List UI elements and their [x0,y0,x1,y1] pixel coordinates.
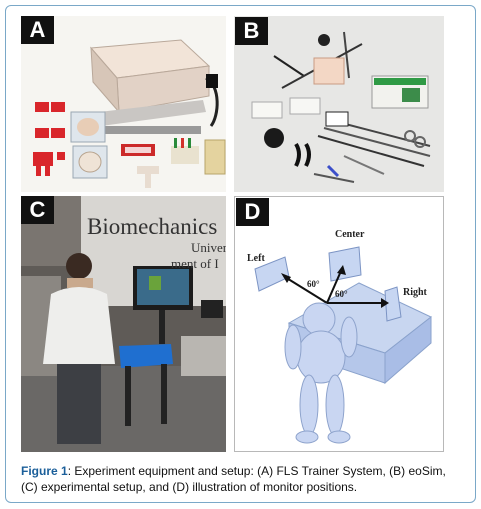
figure-caption-text: : Experiment equipment and setup: (A) FL… [21,464,446,494]
monitor-diagram-illustration [254,246,432,444]
monitor-label-center: Center [335,229,365,240]
panel-b-eosim: B [234,16,444,192]
figure-caption: Figure 1: Experiment equipment and setup… [21,463,461,495]
lab-sign-text-2: Univers [191,240,226,255]
angle-label-2: 60° [335,289,348,299]
panel-d-monitor-positions: D Left Center Right 60° 60° [234,196,444,452]
lab-sign-text: Biomechanics [87,214,218,239]
panel-letter: C [21,196,54,224]
lab-sign-text-3: ment of I [171,256,219,271]
monitor-label-left: Left [247,253,265,264]
fls-trainer-illustration [21,16,226,192]
angle-label-1: 60° [307,279,320,289]
lab-photo-illustration [21,196,226,452]
eosim-illustration [234,16,444,192]
panel-letter: A [21,16,54,44]
panel-a-fls-trainer: A [21,16,226,192]
panel-c-experimental-setup: C Biomechanics Univers ment of I [21,196,226,452]
panel-letter: B [235,17,268,45]
monitor-label-right: Right [403,287,427,298]
panel-letter: D [236,198,269,226]
figure-label: Figure 1 [21,464,68,478]
